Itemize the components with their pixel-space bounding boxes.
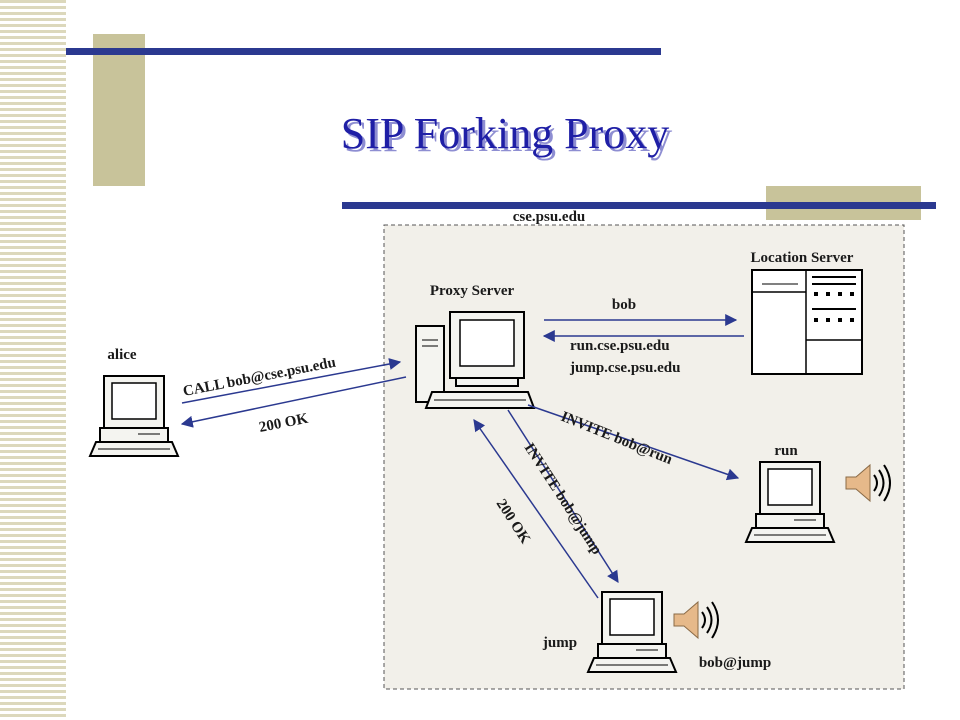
jump-label: jump [542,635,577,651]
lookup-label: bob [612,297,636,313]
answered-at-label: bob@jump [699,655,771,671]
location-server-label: Location Server [751,250,854,266]
striped-side-panel [0,0,66,720]
proxy-server-label: Proxy Server [430,283,515,299]
mid-rule [342,202,936,209]
call-message-label: CALL bob@cse.psu.edu [182,355,337,400]
ok-from-jump-arrow [473,419,599,599]
jump-computer [587,591,677,673]
alice-computer [89,375,179,457]
location-server-rack [751,269,863,375]
alice-label: alice [107,347,136,363]
invite-jump-arrow [507,409,619,584]
ok-to-alice-label: 200 OK [258,411,310,436]
domain-label: cse.psu.edu [513,209,586,225]
call-arrow [181,358,402,404]
lookup-reply-line-1: run.cse.psu.edu [570,338,670,354]
lookup-reply-line-2: jump.cse.psu.edu [569,360,680,376]
top-rule [66,48,661,55]
run-label: run [774,443,798,459]
slide-title: SIP Forking Proxy [341,109,669,158]
accent-block-left [93,34,145,186]
title-shadow: SIP Forking Proxy [344,112,672,161]
run-computer [745,461,835,543]
proxy-server-computer [415,311,536,409]
invite-run-arrow [527,404,740,481]
ok-to-alice-arrow [180,376,407,428]
